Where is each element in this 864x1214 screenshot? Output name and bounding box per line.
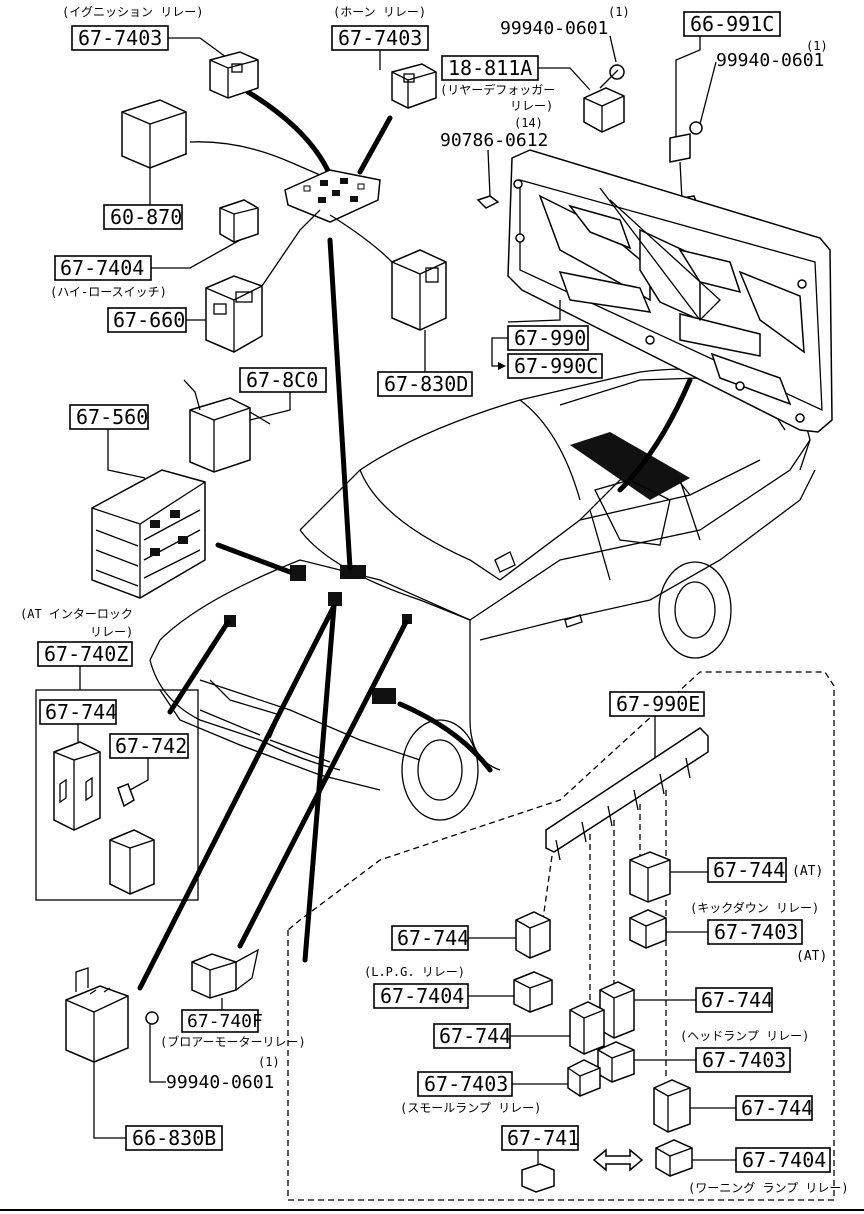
connector-67-741-part	[521, 1163, 555, 1193]
horn-relay-part-number: 67-7403	[338, 26, 422, 50]
relay-block-plate	[284, 169, 381, 223]
relay-67-744-d-part	[599, 981, 635, 1039]
part-number-66-991c: 66-991C	[690, 12, 774, 36]
at-interlock-note: (AT インターロック	[20, 607, 133, 621]
part-number-60-870: 60-870	[110, 205, 182, 229]
small-lamp-relay-note: (スモールランプ リレー)	[400, 1101, 541, 1115]
part-number-67-7403-kickdown: 67-7403	[714, 920, 798, 944]
defogger-relay-note: (リヤーデフォッガー	[440, 82, 555, 97]
at-note-1: (AT)	[792, 864, 823, 879]
small-lamp-relay-part	[567, 1059, 601, 1097]
part-number-67-990: 67-990	[514, 326, 586, 350]
relay-66-830b-part	[65, 985, 129, 1063]
relay-67-744-c-part	[515, 911, 551, 959]
relay-67-744-a-part	[53, 741, 101, 831]
part-number-67-8c0: 67-8C0	[246, 368, 318, 392]
headlamp-relay-note: (ヘッドランプ リレー)	[680, 1029, 809, 1043]
part-number-67-744-f: 67-744	[741, 1096, 813, 1120]
relay-mounting-panel: 67-990 67-990C	[491, 149, 833, 433]
hilo-relay-part	[219, 199, 259, 243]
at-note-2: (AT)	[796, 949, 827, 964]
hilo-switch-note: (ハイ-ロースイッチ)	[50, 285, 167, 299]
relay-60-870-group: 60-870	[103, 99, 321, 230]
rear-window-shade	[570, 432, 690, 500]
defogger-relay-part-number: 18-811A	[448, 56, 532, 80]
part-number-67-7403-headlamp: 67-7403	[702, 1048, 786, 1072]
part-number-67-660: 67-660	[113, 308, 185, 332]
part-number-67-830d: 67-830D	[384, 372, 468, 396]
horn-relay-part	[391, 63, 437, 109]
defogger-relay-group: (1) 99940-0601 18-811A (リヤーデフォッガー リレー) (…	[440, 5, 630, 209]
car-illustration	[149, 368, 816, 821]
screw-quantity: (14)	[514, 116, 543, 130]
relay-67-8c0-group: 67-8C0	[183, 367, 327, 473]
part-number-67-7404-lpg: 67-7404	[380, 984, 464, 1008]
hilo-relay-group: 67-7404 (ハイ-ロースイッチ)	[50, 199, 259, 299]
relay-bracket-group: 67-990E 67-744 (AT) (キックダウン リレー) 67-7403…	[287, 671, 849, 1201]
warning-lamp-relay-part	[655, 1139, 693, 1177]
bolt3-part-number: 99940-0601	[166, 1072, 274, 1093]
leader-lines	[137, 89, 693, 991]
double-arrow-icon	[592, 1148, 644, 1172]
part-number-67-744-a: 67-744	[45, 700, 117, 724]
bolt2-quantity: (1)	[806, 39, 828, 53]
headlamp-relay-part	[597, 1041, 635, 1083]
bolt3-quantity: (1)	[258, 1055, 280, 1069]
relay-67-744-f-part	[653, 1079, 691, 1133]
part-number-67-744-c: 67-744	[397, 926, 469, 950]
defogger-relay-note-2: リレー)	[510, 99, 553, 113]
relay-bracket-dashed-frame	[287, 671, 835, 1201]
relay-67-744-e-part	[569, 1001, 605, 1055]
at-interlock-group: (AT インターロック リレー) 67-740Z 67-744 67-742	[20, 607, 199, 901]
relay-67-660-group: 67-660	[107, 209, 321, 353]
bolt1-part-number: 99940-0601	[500, 18, 608, 39]
part-number-67-744-d: 67-744	[701, 988, 773, 1012]
bolt2-part-number: 99940-0601	[716, 50, 824, 71]
kickdown-relay-part	[629, 909, 667, 949]
part-number-67-560: 67-560	[76, 405, 148, 429]
relay-66-830b-group: 66-830B	[65, 967, 223, 1151]
relay-bracket-part	[545, 727, 709, 853]
relay-at-interlock-part	[109, 829, 155, 895]
part-number-67-990e: 67-990E	[616, 692, 700, 716]
ignition-relay-part-number: 67-7403	[78, 26, 162, 50]
part-number-67-7404-warning: 67-7404	[742, 1148, 826, 1172]
fuse-box-67-560-group: 67-560	[69, 404, 206, 599]
relay-60-870-part	[121, 99, 187, 169]
part-number-67-7403-small-lamp: 67-7403	[424, 1072, 508, 1096]
kickdown-relay-note: (キックダウン リレー)	[690, 900, 819, 915]
blower-relay-group: 67-740F (ブロアーモーターリレー) (1) 99940-0601	[145, 948, 306, 1093]
part-number-67-7404-hilo: 67-7404	[60, 256, 144, 280]
part-number-67-744-e: 67-744	[439, 1024, 511, 1048]
connector-66-991c-group: 66-991C (1) 99940-0601	[669, 11, 828, 229]
fuse-box-part	[91, 469, 206, 599]
blower-relay-part	[191, 953, 237, 999]
relay-67-744-at-part	[629, 851, 671, 903]
part-number-66-830b: 66-830B	[132, 1126, 216, 1150]
lpg-relay-part	[513, 971, 553, 1013]
part-number-67-741: 67-741	[507, 1126, 579, 1150]
ignition-relay-part	[209, 51, 259, 99]
ignition-relay-group: (イグニッション リレー) 67-7403	[62, 5, 259, 99]
at-interlock-frame	[35, 689, 199, 901]
at-interlock-note-2: リレー)	[90, 625, 133, 639]
blower-motor-relay-note: (ブロアーモーターリレー)	[160, 1034, 306, 1049]
relay-67-830d-group: 67-830D	[329, 214, 473, 397]
part-number-67-744-at: 67-744	[713, 858, 785, 882]
horn-relay-note: (ホーン リレー)	[333, 5, 426, 19]
relay-67-8c0-part	[189, 397, 251, 473]
bolt1-quantity: (1)	[608, 5, 630, 19]
part-number-67-742: 67-742	[115, 734, 187, 758]
part-number-67-740z: 67-740Z	[44, 642, 128, 666]
defogger-relay-part	[583, 87, 625, 133]
lpg-relay-note: (L.P.G. リレー)	[364, 965, 465, 979]
ignition-relay-note: (イグニッション リレー)	[62, 5, 203, 19]
part-number-67-740f: 67-740F	[187, 1011, 263, 1032]
warning-lamp-relay-note: (ワーニング ランプ リレー)	[688, 1181, 849, 1195]
relay-67-830d-part	[391, 249, 447, 331]
part-number-67-990c: 67-990C	[514, 354, 598, 378]
screw-part-number: 90786-0612	[440, 130, 548, 151]
horn-relay-group: (ホーン リレー) 67-7403	[331, 5, 437, 109]
